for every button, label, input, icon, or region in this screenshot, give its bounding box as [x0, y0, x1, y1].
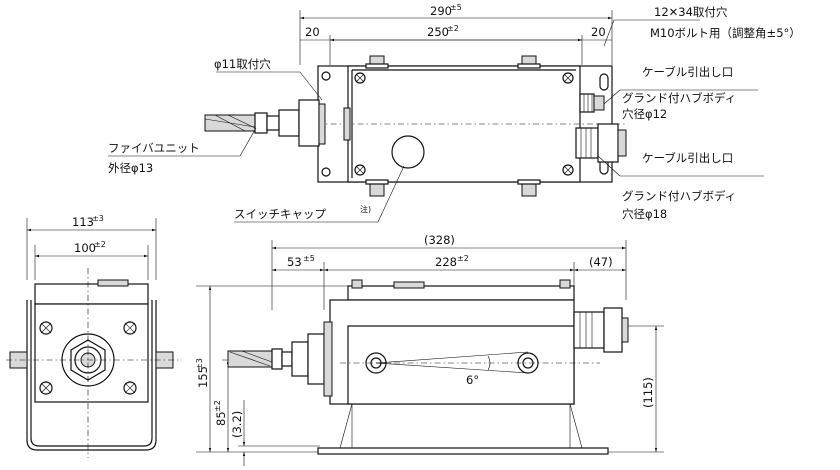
dim-47: (47): [589, 255, 613, 269]
top-view: 290 ±5 20 250 ±2 20: [108, 3, 801, 223]
bolt-top-left: [365, 55, 389, 69]
dim-113: 113: [72, 215, 94, 229]
gland-hub-front: [573, 307, 629, 353]
dim-85: 85: [214, 411, 228, 426]
label-bolt-note: M10ボルト用（調整角±5°）: [650, 26, 801, 40]
main-housing-top: [347, 65, 581, 183]
label-hole-dia-12: 穴径φ12: [622, 107, 667, 121]
screw: [562, 72, 574, 84]
label-hole-11: φ11取付穴: [214, 57, 271, 71]
label-mount-slot: 12✕34取付穴: [654, 5, 728, 19]
side-view: 113 ±3 100 ±2: [6, 214, 178, 458]
dim-155: 155: [196, 366, 210, 388]
front-view: (328) 53 ±5 228 ±2 (47) 155 ±3 85 ±2 (3.…: [195, 233, 664, 466]
screw: [123, 321, 137, 335]
dim-3-2: (3.2): [230, 411, 244, 438]
dim-85-tol: ±2: [213, 400, 222, 412]
label-fiber-od: 外径φ13: [108, 161, 153, 175]
screw: [354, 164, 366, 176]
dim-290: 290: [430, 4, 452, 18]
dim-115: (115): [641, 377, 655, 408]
screw: [562, 164, 574, 176]
dim-250-tol: ±2: [447, 24, 459, 33]
gland-hub-large: [575, 123, 627, 163]
label-switch-cap-note: 注): [360, 204, 371, 214]
label-gland-hub-2: グランド付ハブボディ: [622, 189, 736, 203]
dim-228: 228: [435, 255, 457, 269]
dim-155-tol: ±3: [195, 358, 204, 370]
dim-53-tol: ±5: [303, 254, 315, 263]
dim-53: 53: [287, 255, 302, 269]
label-fiber-unit: ファイバユニット: [108, 141, 200, 155]
screw: [123, 381, 137, 395]
label-switch-cap: スイッチキャップ: [234, 207, 326, 221]
screw: [39, 321, 53, 335]
angle-6: 6°: [466, 373, 479, 387]
fiber-unit-top: [204, 99, 326, 147]
side-bracket: [26, 300, 157, 451]
fiber-unit-front: [227, 321, 333, 397]
bolt-bottom-left: [365, 179, 389, 197]
gland-hub-small: [579, 93, 605, 113]
label-hole-dia-18: 穴径φ18: [622, 207, 667, 221]
dim-250: 250: [427, 25, 449, 39]
side-lid: [34, 283, 149, 305]
dim-328: (328): [424, 233, 455, 247]
label-gland-hub-1: グランド付ハブボディ: [622, 91, 736, 105]
dim-20-right: 20: [591, 25, 606, 39]
bolt-top-right: [517, 55, 541, 69]
dim-228-tol: ±2: [457, 254, 469, 263]
label-cable-outlet-2: ケーブル引出し口: [642, 151, 733, 165]
screw: [354, 72, 366, 84]
dim-113-tol: ±3: [92, 214, 104, 223]
switch-cap: [391, 135, 425, 169]
label-cable-outlet-1: ケーブル引出し口: [642, 65, 733, 79]
bolt-bottom-right: [517, 179, 541, 197]
dim-100: 100: [74, 241, 96, 255]
screw: [39, 381, 53, 395]
dim-100-tol: ±2: [94, 240, 106, 249]
dim-290-tol: ±5: [450, 3, 462, 12]
dim-20-left: 20: [305, 25, 320, 39]
